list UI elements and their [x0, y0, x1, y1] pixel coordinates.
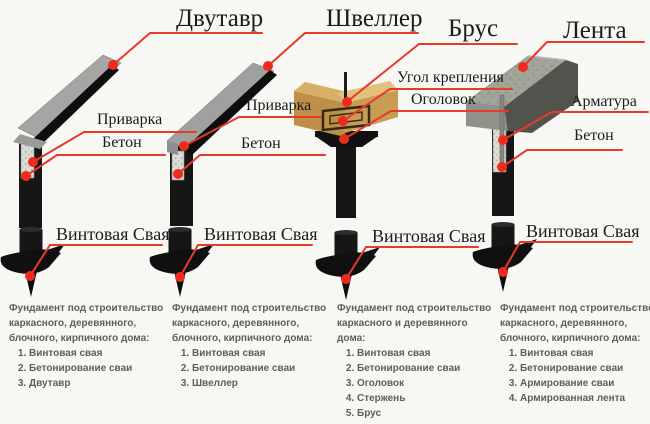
- list-item: Винтовая свая: [192, 346, 326, 361]
- label-concrete-1: Бетон: [102, 134, 142, 151]
- list-item: Бетонирование сваи: [357, 361, 491, 376]
- leader-concrete-2: [177, 154, 326, 175]
- pile-shaft: [19, 140, 42, 228]
- column3-description: Фундамент под строительство каркасного и…: [337, 301, 491, 421]
- label-weld-2: Приварка: [246, 97, 312, 114]
- column4-description: Фундамент под строительство каркасного, …: [500, 301, 650, 406]
- leader-angle: [342, 88, 513, 122]
- description-line: Фундамент под строительство: [500, 303, 650, 314]
- marker-dots: [21, 60, 528, 284]
- marker-dot: [498, 267, 508, 277]
- description-line: каркасного, деревянного,: [500, 318, 628, 329]
- description-line: дома:: [337, 333, 366, 344]
- marker-dot: [173, 169, 183, 179]
- column1-description: Фундамент под строительство каркасного, …: [9, 301, 163, 391]
- label-cap-3: Оголовок: [411, 91, 476, 108]
- leader-rebar: [502, 111, 649, 141]
- marker-dot: [498, 135, 508, 145]
- description-line: каркасного и деревянного: [337, 318, 468, 329]
- list-item: Брус: [357, 406, 491, 421]
- label-pile-3: Винтовая Свая: [372, 226, 486, 246]
- description-list: Винтовая свая Бетонирование сваи Армиров…: [500, 346, 650, 406]
- list-item: Двутавр: [29, 376, 163, 391]
- leader-cap: [343, 110, 509, 140]
- column1-graphic: [0, 54, 122, 297]
- marker-dot: [28, 157, 38, 167]
- label-concrete-4: Бетон: [574, 127, 614, 144]
- label-rebar-4: Арматура: [571, 93, 637, 110]
- description-line: Фундамент под строительство: [172, 303, 327, 314]
- marker-dot: [341, 274, 351, 284]
- pile-shaft: [170, 146, 193, 226]
- marker-dot: [497, 162, 507, 172]
- list-item: Винтовая свая: [520, 346, 650, 361]
- list-item: Бетонирование сваи: [29, 361, 163, 376]
- ibeam-graphic: [13, 54, 122, 149]
- list-item: Швеллер: [192, 376, 326, 391]
- list-item: Стержень: [357, 391, 491, 406]
- rebar-rod: [499, 94, 505, 168]
- label-pile-4: Винтовая Свая: [526, 221, 640, 241]
- marker-dot: [339, 134, 349, 144]
- description-line: каркасного, деревянного,: [172, 318, 300, 329]
- list-item: Винтовая свая: [357, 346, 491, 361]
- marker-dot: [518, 62, 528, 72]
- column1-title: Двутавр: [176, 5, 264, 32]
- leader-pile-1: [29, 244, 163, 277]
- marker-dot: [175, 272, 185, 282]
- leader-strip: [522, 41, 645, 68]
- label-concrete-2: Бетон: [241, 135, 281, 152]
- column2-title: Швеллер: [326, 5, 423, 32]
- marker-dot: [263, 61, 273, 71]
- marker-dot: [108, 60, 118, 70]
- leader-weld-2: [183, 116, 322, 147]
- label-angle-3: Угол крепления: [397, 69, 504, 86]
- leader-pile-2: [179, 244, 313, 278]
- leader-pile-3: [345, 246, 479, 280]
- screw-helix: [315, 230, 380, 300]
- leader-channel: [267, 32, 419, 67]
- description-list: Винтовая свая Бетонирование сваи Двутавр: [9, 346, 163, 391]
- leader-ibeam: [112, 32, 263, 66]
- concrete-strip-graphic: [465, 55, 578, 133]
- description-line: блочного, кирпичного дома:: [172, 333, 313, 344]
- list-item: Винтовая свая: [29, 346, 163, 361]
- description-line: Фундамент под строительство: [337, 303, 492, 314]
- column3-graphic: [294, 72, 398, 300]
- column2-description: Фундамент под строительство каркасного, …: [172, 301, 326, 391]
- marker-dot: [338, 116, 348, 126]
- leader-timber: [347, 43, 518, 102]
- list-item: Армированная лента: [520, 391, 650, 406]
- marker-dot: [25, 271, 35, 281]
- list-item: Оголовок: [357, 376, 491, 391]
- leader-concrete-4: [501, 149, 623, 168]
- label-pile-2: Винтовая Свая: [204, 224, 318, 244]
- label-pile-1: Винтовая Свая: [56, 224, 170, 244]
- description-list: Винтовая свая Бетонирование сваи Швеллер: [172, 346, 326, 391]
- description-line: блочного, кирпичного дома:: [500, 333, 641, 344]
- leader-pile-4: [502, 241, 633, 273]
- description-list: Винтовая свая Бетонирование сваи Оголово…: [337, 346, 491, 421]
- marker-dot: [342, 97, 352, 107]
- column4-graphic: [465, 55, 578, 292]
- pile-shaft: [336, 138, 356, 218]
- description-line: каркасного, деревянного,: [9, 318, 137, 329]
- label-weld-1: Приварка: [97, 111, 163, 128]
- leader-concrete-1: [25, 154, 166, 177]
- list-item: Армирование сваи: [520, 376, 650, 391]
- rod: [344, 72, 347, 105]
- description-line: Фундамент под строительство: [9, 303, 164, 314]
- marker-dot: [21, 171, 31, 181]
- column3-title: Брус: [448, 15, 499, 42]
- marker-dot: [179, 141, 189, 151]
- leader-lines: [25, 32, 649, 280]
- leader-weld-1: [32, 131, 197, 163]
- list-item: Бетонирование сваи: [520, 361, 650, 376]
- column4-title: Лента: [563, 17, 627, 44]
- list-item: Бетонирование сваи: [192, 361, 326, 376]
- description-line: блочного, кирпичного дома:: [9, 333, 150, 344]
